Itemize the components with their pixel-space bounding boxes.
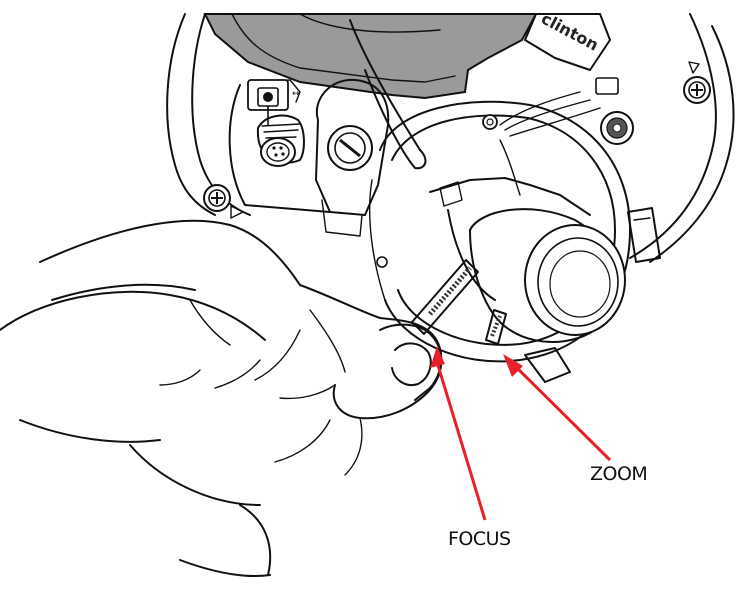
joystick-icon: ↔ [247, 79, 300, 125]
lens-icon [429, 177, 626, 343]
brand-plate: clinton [524, 9, 611, 71]
bracket-screw-icon [327, 125, 373, 171]
wires [499, 91, 601, 196]
triangle-marker-icon [230, 205, 244, 219]
hand [0, 219, 443, 578]
bracket [315, 78, 390, 237]
top-cover-panel [203, 13, 538, 100]
svg-text:↔: ↔ [292, 89, 300, 99]
focus-knob [411, 259, 479, 335]
zoom-knob [485, 309, 507, 345]
ring-screw-icon [482, 114, 498, 130]
connector-icon [256, 114, 305, 167]
lower-tab [524, 347, 571, 383]
right-clip [627, 207, 661, 263]
triangle-marker-icon [688, 61, 700, 74]
zoom-arrow [503, 354, 612, 462]
brand-label: clinton [538, 9, 602, 55]
zoom-label: ZOOM [590, 463, 647, 485]
left-screw-icon [203, 184, 231, 212]
wire-loop [349, 19, 427, 170]
focus-label: FOCUS [448, 528, 511, 550]
focus-arrow [430, 346, 487, 521]
right-screw-icon [683, 76, 711, 104]
ferrite-coil-icon [595, 77, 634, 145]
